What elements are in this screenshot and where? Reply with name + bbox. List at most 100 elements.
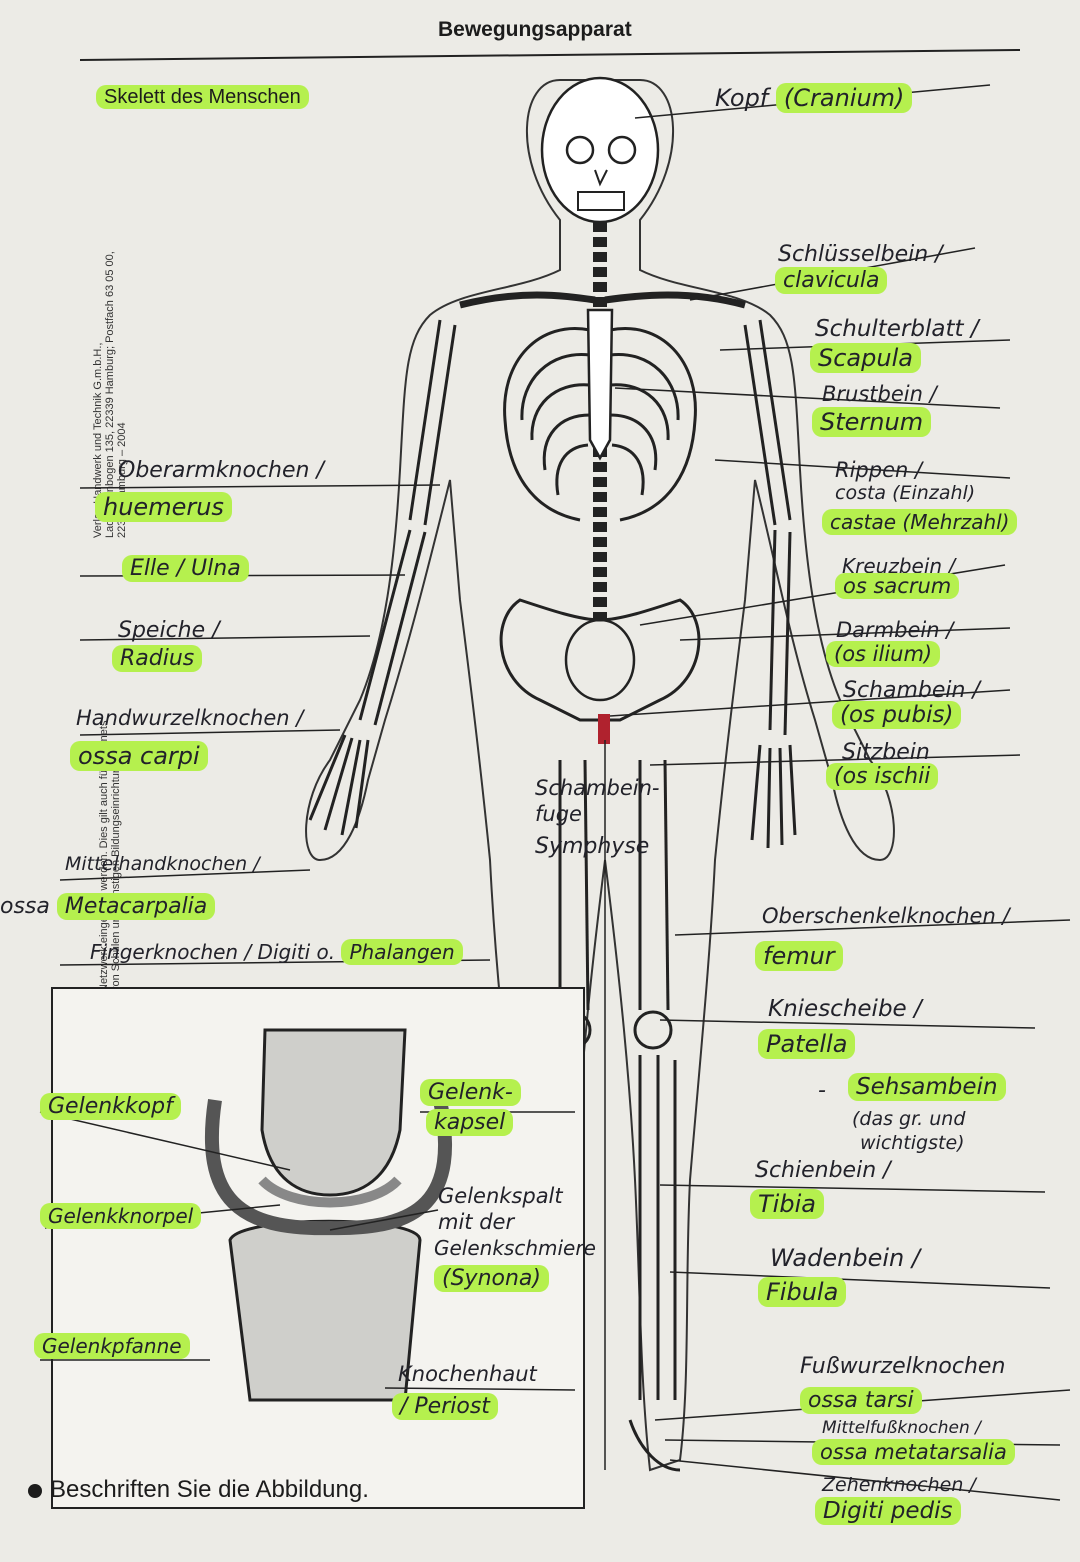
label-scapula-text: Scapula xyxy=(810,343,921,373)
header-rule xyxy=(79,49,1021,61)
label-os-ilium-text: (os ilium) xyxy=(826,641,941,667)
label-gelenkkopf: Gelenkkopf xyxy=(40,1093,181,1120)
label-gelenkkapsel-1-text: Gelenk- xyxy=(420,1079,521,1106)
label-sternum-text: Sternum xyxy=(812,407,932,437)
label-humerus: huemerus xyxy=(95,492,232,522)
label-kniescheibe: Kniescheibe / xyxy=(768,996,922,1022)
label-ossa-metatarsalia: ossa metatarsalia xyxy=(812,1439,1015,1465)
label-kopf: Kopf (Cranium) xyxy=(715,83,913,113)
label-kreuzbein: Kreuzbein / xyxy=(842,554,956,578)
sternum xyxy=(586,308,614,461)
label-finger: Fingerknochen / Digiti o. Phalangen xyxy=(90,939,463,965)
clavicle-right xyxy=(604,291,746,309)
label-schambeinfuge: Schambein- xyxy=(535,776,660,800)
label-gelenkpfanne-text: Gelenkpfanne xyxy=(34,1333,190,1359)
label-metacarpalia-text: Metacarpalia xyxy=(56,893,216,920)
label-gelenkpfanne: Gelenkpfanne xyxy=(34,1333,190,1359)
label-radius-text: Radius xyxy=(112,645,203,672)
eye-socket-right xyxy=(607,135,637,165)
label-gelenkschmiere: Gelenkschmiere xyxy=(434,1236,596,1260)
eye-socket-left xyxy=(565,135,595,165)
joint-cartilage xyxy=(258,1176,402,1208)
label-mittelhand: Mittelhandknochen / xyxy=(65,853,260,875)
joint-lower-bone xyxy=(228,1219,422,1402)
label-schulterblatt: Schulterblatt / xyxy=(815,316,979,342)
label-ossa-carpi-text: ossa carpi xyxy=(70,741,208,771)
symphysis-mark xyxy=(598,714,610,744)
label-digiti-pedis: Digiti pedis xyxy=(815,1497,961,1525)
label-os-pubis-text: (os pubis) xyxy=(832,701,962,729)
label-gelenkkapsel-1: Gelenk- xyxy=(420,1079,521,1106)
label-schluesselbein: Schlüsselbein / xyxy=(778,242,943,267)
instruction: Beschriften Sie die Abbildung. xyxy=(28,1476,369,1504)
label-handwurzel: Handwurzelknochen / xyxy=(76,706,304,730)
label-gelenkknorpel: Gelenkknorpel xyxy=(40,1203,202,1229)
label-oberarm: Oberarmknochen / xyxy=(118,458,324,483)
label-tibia-text: Tibia xyxy=(750,1189,824,1219)
label-cranium-text: (Cranium) xyxy=(775,83,913,113)
label-phalangen-text: Phalangen xyxy=(341,939,463,965)
label-gelenkkapsel-2: kapsel xyxy=(426,1109,514,1136)
label-ossa-metatarsalia-text: ossa metatarsalia xyxy=(812,1439,1015,1465)
instruction-text: Beschriften Sie die Abbildung. xyxy=(50,1476,369,1503)
label-finger-text: Fingerknochen / Digiti o. xyxy=(90,940,336,964)
skull xyxy=(540,76,660,224)
leg-right xyxy=(633,759,677,1400)
joint-capsule xyxy=(204,1098,452,1236)
label-gelenkkapsel-2-text: kapsel xyxy=(426,1109,514,1136)
label-elle: Elle / Ulna xyxy=(122,555,249,582)
label-os-ischii-text: (os ischii xyxy=(826,763,939,790)
label-rippen: Rippen / xyxy=(835,458,923,482)
label-sesam-dash: - xyxy=(818,1078,826,1103)
label-costa: costa (Einzahl) xyxy=(835,482,976,504)
label-periost-text: / Periost xyxy=(392,1393,498,1420)
label-clavicula: clavicula xyxy=(775,267,888,294)
sacrum xyxy=(564,618,636,702)
label-tibia: Tibia xyxy=(750,1189,824,1219)
bullet-icon xyxy=(28,1483,42,1498)
label-castae: castae (Mehrzahl) xyxy=(822,509,1018,535)
label-sesambein-text: Sehsambein xyxy=(848,1073,1006,1101)
label-ossa-tarsi: ossa tarsi xyxy=(800,1387,922,1414)
label-mit-der: mit der xyxy=(438,1210,515,1234)
section-subtitle: Skelett des Menschen xyxy=(96,85,309,109)
label-brustbein: Brustbein / xyxy=(822,382,937,406)
label-darmbein: Darmbein / xyxy=(836,618,954,642)
clavicle-left xyxy=(459,291,596,309)
label-scapula: Scapula xyxy=(810,343,921,373)
label-periost: / Periost xyxy=(392,1393,498,1420)
label-clavicula-text: clavicula xyxy=(775,267,888,294)
joint-upper-bone xyxy=(260,1028,407,1197)
nasal-cavity xyxy=(594,169,608,187)
label-fusswurzel: Fußwurzelknochen xyxy=(800,1354,1006,1379)
label-patella: Patella xyxy=(758,1029,856,1059)
label-sesam-note-2: wichtigste) xyxy=(860,1132,965,1154)
label-sesambein: Sehsambein xyxy=(848,1073,1006,1101)
label-fibula: Fibula xyxy=(758,1277,847,1307)
label-gelenkknorpel-text: Gelenkknorpel xyxy=(40,1203,202,1229)
label-schienbein: Schienbein / xyxy=(755,1158,891,1183)
label-wadenbein: Wadenbein / xyxy=(770,1244,920,1272)
label-ossa-carpi: ossa carpi xyxy=(70,741,208,771)
label-patella-text: Patella xyxy=(758,1029,856,1059)
label-kopf-text: Kopf xyxy=(715,84,769,112)
label-fibula-text: Fibula xyxy=(758,1277,847,1307)
label-femur: femur xyxy=(755,941,843,971)
label-metacarpalia-prefix: ossa xyxy=(0,894,50,919)
label-humerus-text: huemerus xyxy=(95,492,232,522)
label-schambein: Schambein / xyxy=(843,678,980,703)
label-oberschenkel: Oberschenkelknochen / xyxy=(762,904,1010,928)
label-gelenkspalt: Gelenkspalt xyxy=(438,1184,563,1208)
label-knochenhaut: Knochenhaut xyxy=(398,1362,537,1386)
label-os-pubis: (os pubis) xyxy=(832,701,962,729)
label-femur-text: femur xyxy=(755,941,843,971)
label-radius: Radius xyxy=(112,645,203,672)
label-symphyse: Symphyse xyxy=(535,834,650,859)
label-metacarpalia: ossa Metacarpalia xyxy=(0,893,216,920)
label-speiche: Speiche / xyxy=(118,618,220,643)
label-os-ilium: (os ilium) xyxy=(826,641,941,667)
label-castae-text: castae (Mehrzahl) xyxy=(822,509,1018,535)
teeth xyxy=(577,191,625,211)
